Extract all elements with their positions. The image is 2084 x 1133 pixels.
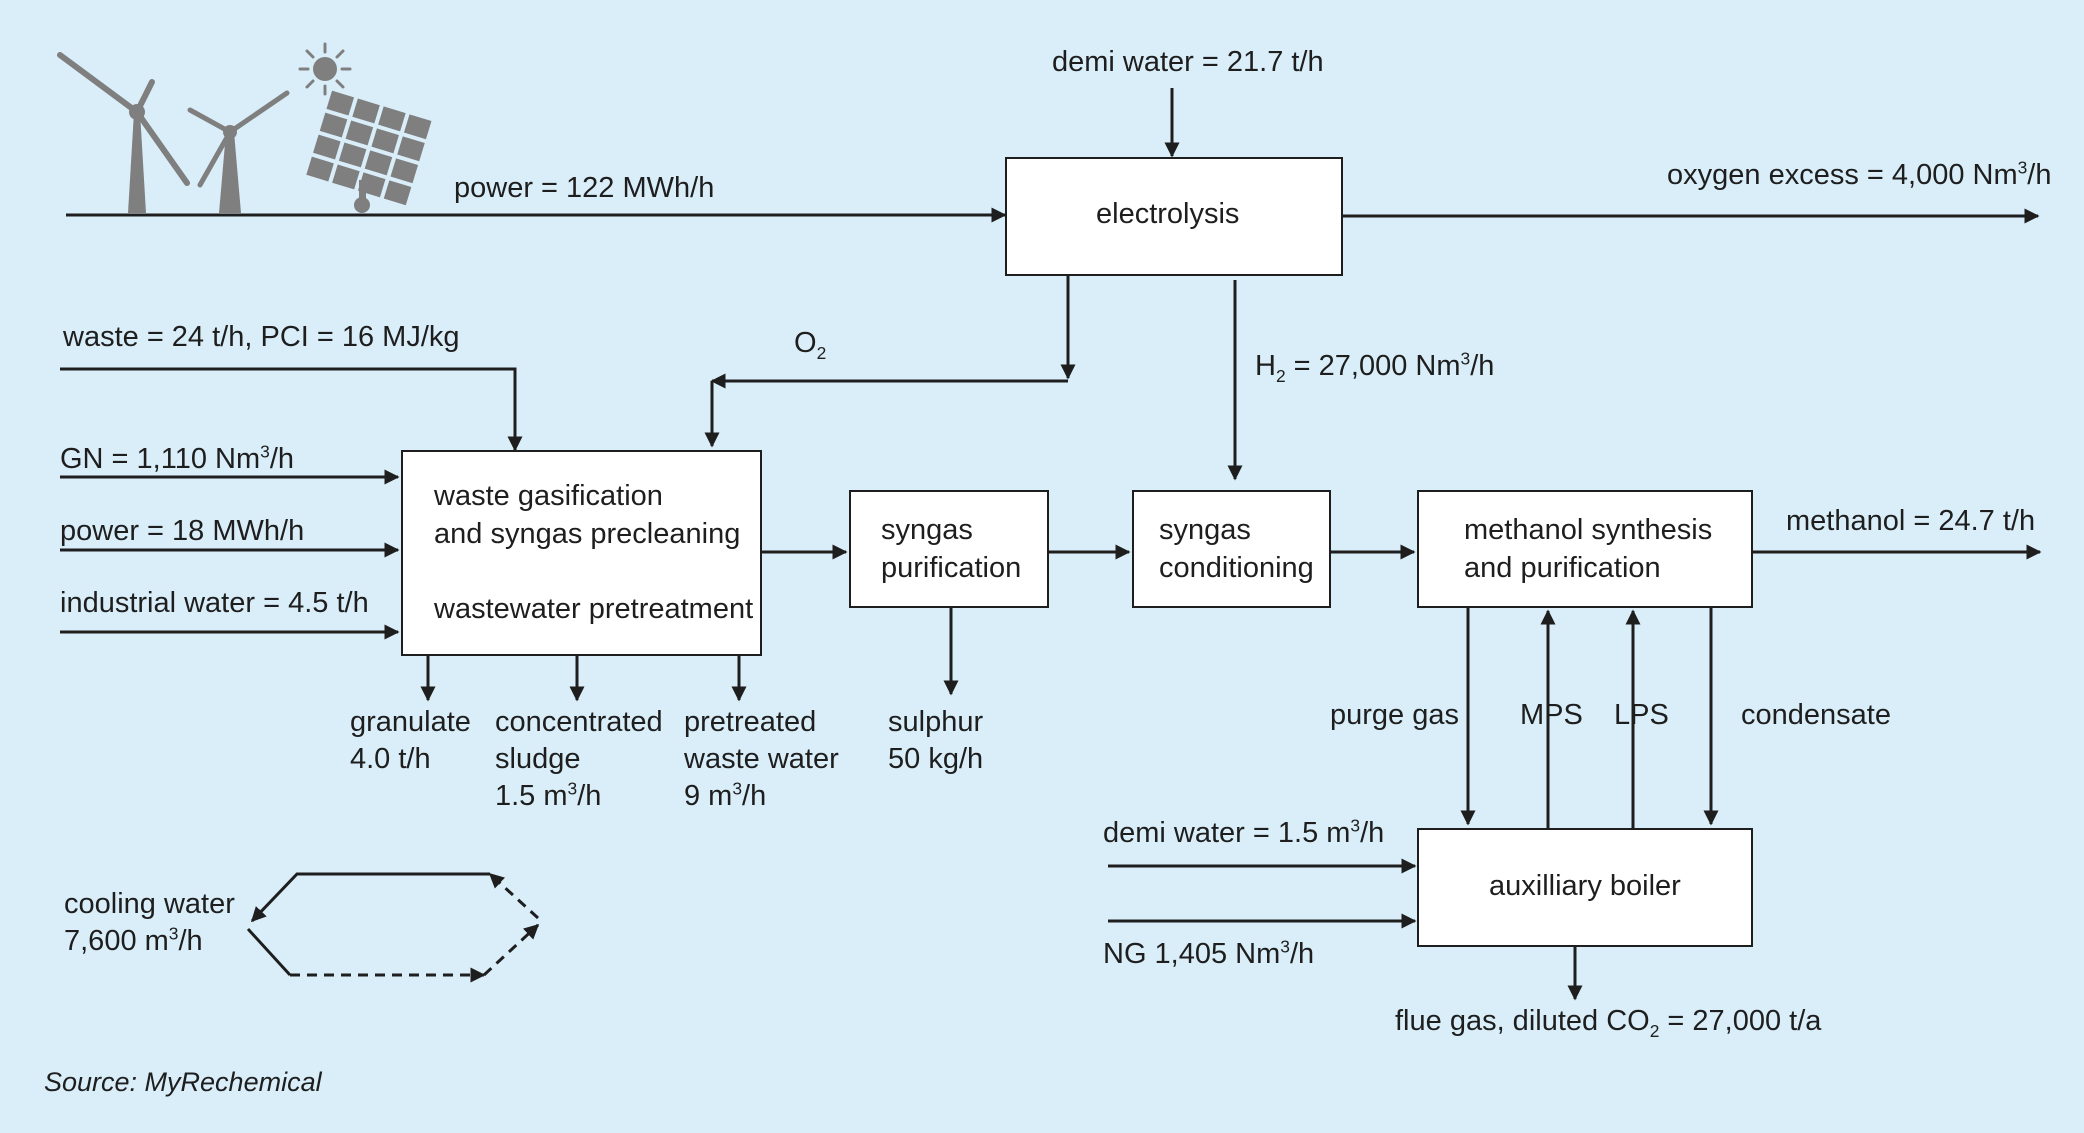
flue-gas-label: flue gas, diluted CO2 = 27,000 t/a <box>1395 1005 1822 1041</box>
solar-panel-icon <box>306 90 432 213</box>
power-gasifier-label: power = 18 MWh/h <box>60 515 305 547</box>
ng-label: NG 1,405 Nm3/h <box>1103 936 1315 970</box>
power-main-label: power = 122 MWh/h <box>454 172 715 204</box>
conditioning-label-1: syngas <box>1159 514 1251 546</box>
oxygen-excess-label: oxygen excess = 4,000 Nm3/h <box>1667 157 2052 191</box>
methanol-label-2: and purification <box>1464 552 1661 584</box>
wind-turbine-icon <box>57 52 190 213</box>
cooling-water-loop-return <box>246 927 292 977</box>
gasification-label-3: wastewater pretreatment <box>434 593 754 625</box>
purification-label-2: purification <box>881 552 1022 584</box>
conditioning-box <box>1132 490 1331 608</box>
cooling-water-loop-dashed <box>488 872 540 920</box>
lps-label: LPS <box>1614 699 1669 731</box>
o2-label: O2 <box>794 327 827 363</box>
methanol-label: methanol = 24.7 t/h <box>1786 505 2036 537</box>
conditioning-label-2: conditioning <box>1159 552 1314 584</box>
cooling-water-loop-dashed <box>482 923 540 977</box>
gasification-box <box>401 450 762 656</box>
waste-arrow <box>60 367 523 452</box>
condensate-label: condensate <box>1741 699 1891 731</box>
gasification-label-2: and syngas precleaning <box>434 518 741 550</box>
electrolysis-label: electrolysis <box>1096 198 1240 230</box>
mps-label: MPS <box>1520 699 1583 731</box>
methanol-label-1: methanol synthesis <box>1464 514 1713 546</box>
gn-label: GN = 1,110 Nm3/h <box>60 441 294 475</box>
demi-water-label: demi water = 21.7 t/h <box>1052 46 1324 78</box>
methanol-synthesis-box <box>1417 490 1753 608</box>
purification-box <box>849 490 1049 608</box>
source-caption: Source: MyRechemical <box>44 1067 322 1097</box>
industrial-water-label: industrial water = 4.5 t/h <box>60 587 369 619</box>
sun-icon <box>298 42 352 96</box>
wind-turbine-icon <box>187 90 290 213</box>
electrolysis-box <box>1005 157 1343 276</box>
purge-gas-label: purge gas <box>1330 699 1459 731</box>
gasification-label-1: waste gasification <box>434 480 663 512</box>
auxiliary-boiler-box <box>1417 828 1753 947</box>
demi-water-boiler-label: demi water = 1.5 m3/h <box>1103 815 1385 849</box>
waste-label: waste = 24 t/h, PCI = 16 MJ/kg <box>63 321 460 353</box>
h2-label: H2 = 27,000 Nm3/h <box>1255 348 1495 386</box>
boiler-label: auxilliary boiler <box>1489 870 1681 902</box>
purification-label-1: syngas <box>881 514 973 546</box>
cooling-water-loop-solid <box>250 872 490 923</box>
